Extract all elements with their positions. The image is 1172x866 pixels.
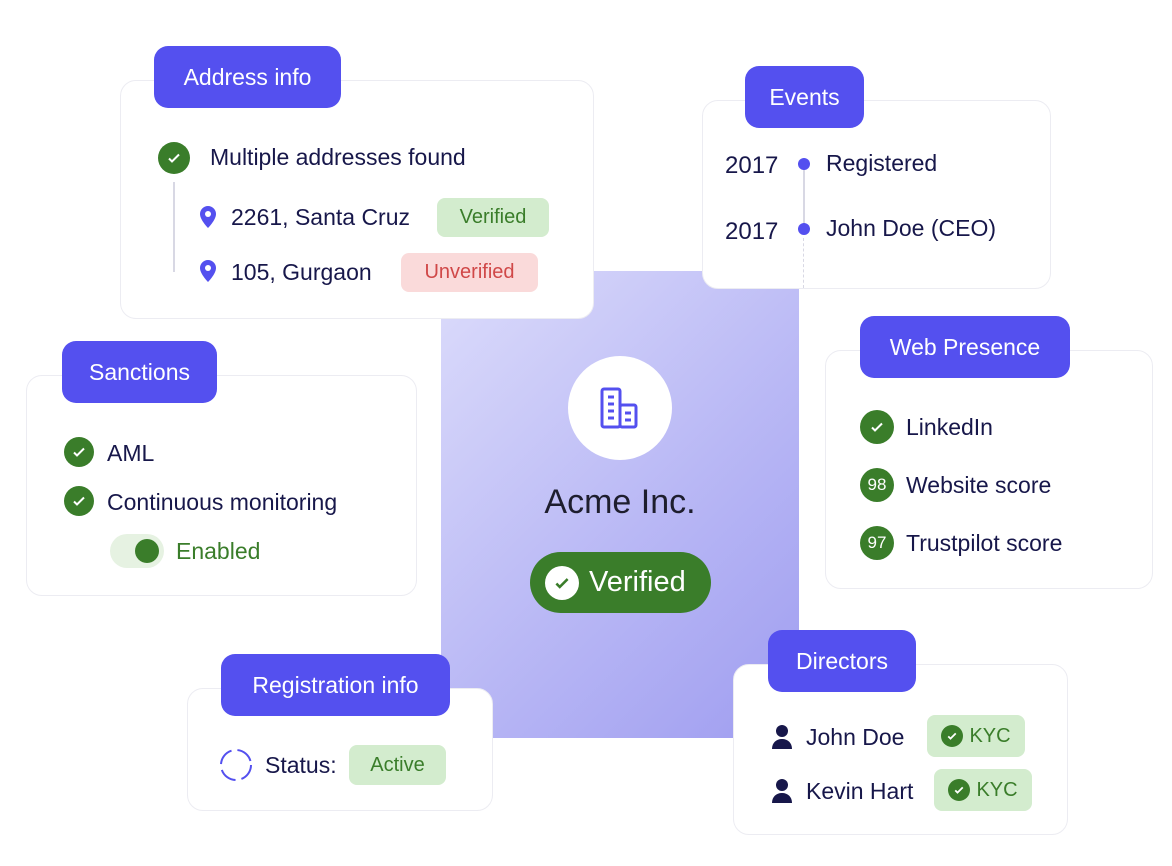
sanction-item: Continuous monitoring <box>107 489 338 515</box>
website-score-badge: 98 <box>860 468 894 502</box>
building-icon <box>600 387 638 429</box>
kyc-label: KYC <box>969 724 1011 747</box>
company-name: Acme Inc. <box>544 483 696 521</box>
sanctions-tab: Sanctions <box>62 341 217 403</box>
person-icon <box>772 779 792 803</box>
check-circle-icon <box>545 565 579 600</box>
timeline-dashed <box>803 238 804 288</box>
trustpilot-score-badge: 97 <box>860 526 894 560</box>
event-label: Registered <box>826 150 938 176</box>
location-pin-icon <box>200 206 216 228</box>
check-icon <box>64 437 94 467</box>
directors-tab: Directors <box>768 630 916 692</box>
sanction-item: AML <box>107 440 155 466</box>
address-summary: Multiple addresses found <box>210 144 466 170</box>
toggle-knob <box>135 539 159 563</box>
event-year: 2017 <box>725 218 779 245</box>
timeline-line <box>803 165 805 230</box>
events-tab: Events <box>745 66 864 128</box>
monitoring-toggle[interactable] <box>110 534 164 568</box>
person-icon <box>772 725 792 749</box>
company-avatar <box>568 356 672 460</box>
web-presence-tab: Web Presence <box>860 316 1070 378</box>
kyc-label: KYC <box>976 778 1018 801</box>
kyc-badge: KYC <box>927 715 1025 757</box>
status-label: Status: <box>265 752 337 778</box>
director-name: Kevin Hart <box>806 778 914 804</box>
registration-tab: Registration info <box>221 654 450 716</box>
events-card <box>702 100 1051 289</box>
check-icon <box>158 142 190 174</box>
address-item: 2261, Santa Cruz <box>231 204 411 230</box>
location-pin-icon <box>200 260 216 282</box>
address-item: 105, Gurgaon <box>231 259 372 285</box>
address-info-tab: Address info <box>154 46 341 108</box>
tree-line <box>173 182 175 272</box>
loading-spinner-icon <box>220 749 252 781</box>
company-panel: Acme Inc. Verified <box>441 271 799 738</box>
check-icon <box>64 486 94 516</box>
timeline-dot <box>798 223 810 235</box>
web-item: Website score <box>906 472 1052 498</box>
verified-label: Verified <box>589 566 686 598</box>
unverified-badge: Unverified <box>401 253 538 292</box>
web-item: LinkedIn <box>906 414 993 440</box>
timeline-dot <box>798 158 810 170</box>
event-year: 2017 <box>725 152 779 179</box>
verified-status-pill: Verified <box>530 552 711 613</box>
check-icon <box>860 410 894 444</box>
director-name: John Doe <box>806 724 905 750</box>
active-badge: Active <box>349 745 446 785</box>
sanctions-card <box>26 375 417 596</box>
web-item: Trustpilot score <box>906 530 1063 556</box>
kyc-badge: KYC <box>934 769 1032 811</box>
check-icon <box>941 725 964 747</box>
check-icon <box>948 779 971 801</box>
verified-badge: Verified <box>437 198 549 237</box>
event-label: John Doe (CEO) <box>826 215 997 241</box>
toggle-label: Enabled <box>176 538 261 564</box>
